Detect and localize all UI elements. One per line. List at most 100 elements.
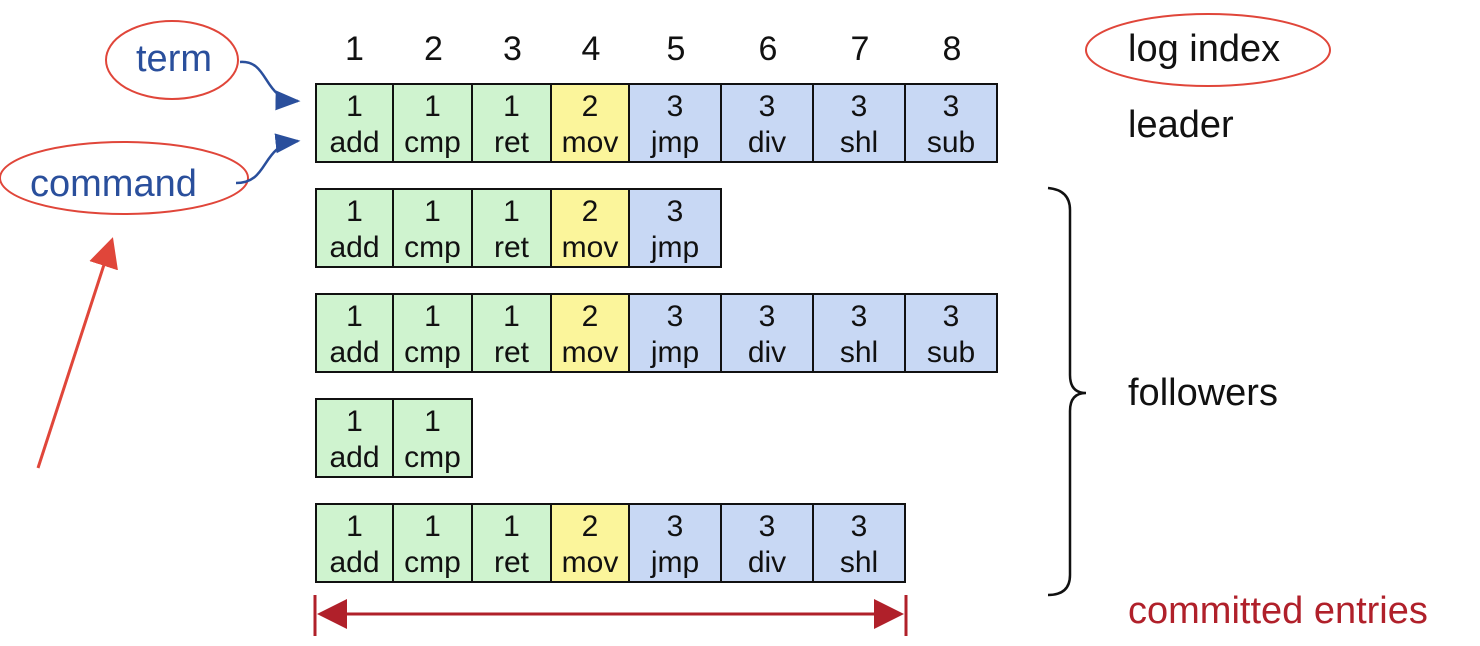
entry-command: cmp xyxy=(404,441,461,474)
entry-term: 2 xyxy=(581,300,599,333)
entry-command: jmp xyxy=(650,126,700,159)
entry-term: 3 xyxy=(942,90,960,123)
term-label: term xyxy=(136,38,212,80)
entry-term: 1 xyxy=(424,510,441,543)
entry-command: jmp xyxy=(650,546,700,579)
entry-term: 1 xyxy=(424,405,441,438)
entry-term: 3 xyxy=(758,90,776,123)
entry-term: 1 xyxy=(346,300,363,333)
log-index-4: 4 xyxy=(581,30,601,68)
entry-term: 3 xyxy=(666,510,684,543)
log-index-label: log index xyxy=(1128,28,1281,70)
entry-command: cmp xyxy=(404,231,461,264)
entry-term: 1 xyxy=(503,195,520,228)
log-index-2: 2 xyxy=(424,30,443,68)
entry-command: ret xyxy=(493,231,529,264)
entry-term: 2 xyxy=(581,195,599,228)
entry-term: 3 xyxy=(758,300,776,333)
followers-brace xyxy=(1047,186,1087,597)
entry-term: 1 xyxy=(346,90,363,123)
entry-term: 3 xyxy=(850,90,868,123)
entry-command: jmp xyxy=(650,336,700,369)
entry-command: cmp xyxy=(404,336,461,369)
pointer-arrow xyxy=(36,237,118,469)
followers-label: followers xyxy=(1128,372,1278,414)
entry-term: 1 xyxy=(503,300,520,333)
entry-command: jmp xyxy=(650,231,700,264)
entry-command: mov xyxy=(561,126,619,159)
entry-term: 1 xyxy=(346,195,363,228)
entry-term: 3 xyxy=(666,300,684,333)
entry-term: 3 xyxy=(850,300,868,333)
entry-term: 1 xyxy=(346,510,363,543)
entry-term: 1 xyxy=(503,90,520,123)
entry-command: sub xyxy=(926,336,976,369)
entry-command: mov xyxy=(561,546,619,579)
entry-command: div xyxy=(747,336,787,369)
entry-term: 3 xyxy=(666,195,684,228)
entry-command: div xyxy=(747,546,787,579)
command-circle xyxy=(0,141,249,215)
entry-command: ret xyxy=(493,126,529,159)
entry-command: add xyxy=(329,441,380,474)
command-label: command xyxy=(30,163,197,205)
log-index-3: 3 xyxy=(503,30,522,68)
entry-command: ret xyxy=(493,336,529,369)
entry-command: add xyxy=(329,546,380,579)
leader-label: leader xyxy=(1128,104,1234,146)
entry-term: 3 xyxy=(666,90,684,123)
entry-term: 3 xyxy=(850,510,868,543)
term-arrow xyxy=(239,60,301,111)
entry-command: shl xyxy=(839,336,879,369)
command-arrow xyxy=(235,133,301,185)
entry-term: 3 xyxy=(942,300,960,333)
entry-command: ret xyxy=(493,546,529,579)
entry-command: add xyxy=(329,231,380,264)
entry-command: add xyxy=(329,336,380,369)
log-index-circle xyxy=(1085,13,1331,87)
entry-term: 1 xyxy=(346,405,363,438)
entry-command: sub xyxy=(926,126,976,159)
entry-term: 1 xyxy=(424,195,441,228)
entry-command: add xyxy=(329,126,380,159)
entry-term: 2 xyxy=(581,90,599,123)
entry-term: 1 xyxy=(503,510,520,543)
entry-term: 2 xyxy=(581,510,599,543)
entry-command: div xyxy=(747,126,787,159)
entry-command: mov xyxy=(561,231,619,264)
entry-command: mov xyxy=(561,336,619,369)
entry-command: cmp xyxy=(404,546,461,579)
entry-term: 1 xyxy=(424,90,441,123)
log-index-6: 6 xyxy=(758,30,778,68)
log-index-7: 7 xyxy=(850,30,870,68)
entry-command: shl xyxy=(839,546,879,579)
entry-term: 3 xyxy=(758,510,776,543)
log-index-8: 8 xyxy=(942,30,962,68)
term-circle xyxy=(105,20,239,100)
committed-entries-label: committed entries xyxy=(1128,590,1428,632)
entry-term: 1 xyxy=(424,300,441,333)
